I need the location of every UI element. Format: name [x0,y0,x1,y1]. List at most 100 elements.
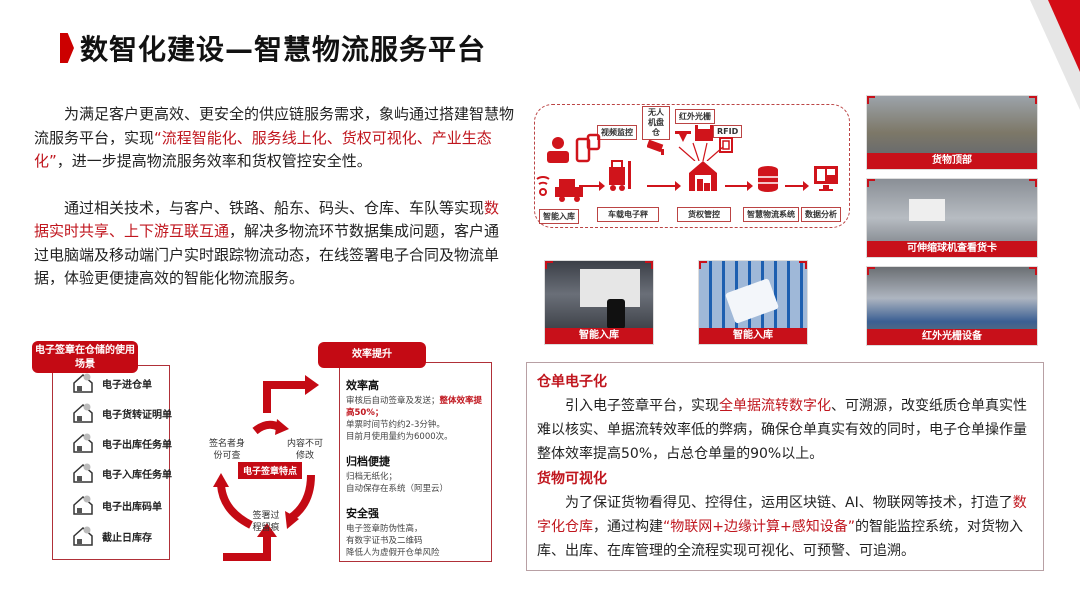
feature-highlight: “物联网+边缘计算+感知设备” [663,519,855,535]
efficiency-text-line: 有数字证书及二维码 [346,536,423,546]
tablet-device [724,278,780,324]
flow-step-label: 数据分析 [801,207,841,222]
cycle-center-label: 电子签章特点 [238,462,303,479]
photo-caption: 智能入库 [545,328,653,344]
scenario-item: 电子进仓单 [72,373,152,393]
intro-paragraph-1: 为满足客户更高效、更安全的供应链服务需求，象屿通过搭建智慧物流服务平台，实现“流… [34,103,514,174]
efficiency-highlight: 整体效率提高50%； [346,396,483,418]
feature-text: ，通过构建 [593,519,663,535]
title-marker-icon [60,33,74,63]
sensor-label: 红外光栅 [675,109,715,124]
photo-caption: 智能入库 [699,328,807,344]
house-icon [73,433,93,453]
photo-tablet-warehouse: 智能入库 [698,260,808,345]
photo-infrared-device: 红外光栅设备 [866,266,1038,346]
efficiency-box: 效率高 审核后自动签章及发送；整体效率提高50%； 单票时间节约约2-3分钟。 … [339,362,492,562]
feature-text-visualization: 为了保证货物看得见、控得住，运用区块链、AI、物联网等技术，打造了数字化仓库，通… [537,491,1033,563]
flow-step-label: 货权管控 [677,207,731,222]
features-panel: 仓单电子化 引入电子签章平台，实现全单据流转数字化、可溯源，改变纸质仓单真实性难… [526,362,1044,571]
feature-title-receipt: 仓单电子化 [537,374,607,390]
intro-p1-pre: 为满足客户更高效、更安全的供应链服务需求，象屿通过搭建智慧物流服务平台，实现 [34,105,515,147]
corner-decoration [1030,0,1080,110]
intro-p1-highlight: “流程智能化、服务线上化、货权可视化、产业生态化” [34,128,492,171]
scenario-list-header: 电子签章在仓储的使用场景 [32,341,138,373]
scenario-label: 电子出库任务单 [102,439,172,451]
flow-step-label: 车载电子秤 [597,207,659,222]
efficiency-text: 审核后自动签章及发送；整体效率提高50%； [346,395,485,419]
camera-icon [647,139,664,155]
efficiency-text-line: 降低人为虚假开仓单风险 [346,548,440,558]
efficiency-section-title: 效率高 [346,379,379,392]
feature-text: 引入电子签章平台，实现 [565,398,719,414]
cycle-left-text: 签名者身份可查 [209,439,246,461]
intro-text: 为满足客户更高效、更安全的供应链服务需求，象屿通过搭建智慧物流服务平台，实现“流… [34,103,514,314]
mobile-devices-icon [575,133,601,163]
flow-arrow [579,181,605,191]
scenario-label: 电子入库任务单 [102,469,172,481]
photo-handheld-scanner: 智能入库 [544,260,654,345]
photo-caption: 红外光栅设备 [867,329,1037,345]
efficiency-text-line: 归档无纸化； [346,472,398,482]
database-icon [758,166,778,192]
house-icon [73,495,93,515]
flow-step-label: 智慧物流系统 [743,207,799,222]
efficiency-text-line: 电子签章防伪性高， [346,524,423,534]
house-icon [73,526,93,546]
photo-cargo-card: 可伸缩球机查看货卡 [866,178,1038,258]
page-title-bar: 数智化建设—智慧物流服务平台 [60,28,486,68]
photo-caption: 货物顶部 [867,153,1037,169]
feature-highlight: 全单据流转数字化 [719,398,831,414]
logistics-flow-diagram: 视频监控 无人机盘仓 红外光栅 RFID 智能入库 车载电子秤 货权管控 智慧物… [534,104,850,228]
cycle-bottom-text: 签署过程留痕 [252,511,280,533]
sensor-label: 无人机盘仓 [642,106,670,140]
truck-icon [555,179,583,202]
monitor-icon [814,166,838,191]
house-icon [73,373,93,393]
scenario-label: 截止日库存 [102,532,152,544]
intro-paragraph-2: 通过相关技术，与客户、铁路、船东、码头、仓库、车队等实现数据实时共享、上下游互联… [34,197,514,291]
intro-p2-pre: 通过相关技术，与客户、铁路、船东、码头、仓库、车队等实现 [64,198,485,217]
efficiency-text-line: 审核后自动签章及发送； [346,396,440,406]
house-icon [73,463,93,483]
intro-p1-post: ，进一步提高物流服务效率和货权管控安全性。 [56,152,372,170]
page-title: 数智化建设—智慧物流服务平台 [80,33,487,66]
efficiency-header: 效率提升 [318,342,426,368]
feature-title-visualization: 货物可视化 [537,471,607,487]
intro-p2-highlight: 数据实时共享、上下游互联互通 [34,198,500,241]
sensor-label: 视频监控 [597,125,637,140]
scenario-label: 电子货转证明单 [102,409,172,421]
scenario-item: 电子出库码单 [72,495,162,515]
sensor-arrows [678,142,724,161]
efficiency-section: 安全强 电子签章防伪性高， 有数字证书及二维码 降低人为虚假开仓单风险 [346,505,485,559]
rfid-icon [719,137,733,153]
scenario-item: 电子出库任务单 [72,433,172,453]
flow-arrow [725,181,753,191]
efficiency-text-line: 自动保存在系统（阿里云） [346,484,449,494]
photo-cargo-top: 货物顶部 [866,95,1038,170]
flow-step-label: 智能入库 [539,209,579,224]
feature-text-receipt: 引入电子签章平台，实现全单据流转数字化、可溯源，改变纸质仓单真实性难以核实、单据… [537,394,1033,466]
efficiency-section: 归档便捷 归档无纸化； 自动保存在系统（阿里云） [346,453,485,495]
scenario-label: 电子进仓单 [102,379,152,391]
cycle-right-text: 内容不可修改 [286,439,323,461]
scenario-item: 电子货转证明单 [72,403,172,423]
worker-icon [547,137,569,163]
scenario-item: 截止日库存 [72,526,152,546]
efficiency-section: 效率高 审核后自动签章及发送；整体效率提高50%； 单票时间节约约2-3分钟。 … [346,377,485,443]
house-icon [73,403,93,423]
feature-highlight: 数字化仓库 [537,495,1027,535]
fence-icon [695,125,713,141]
feature-text: 、可溯源，改变纸质仓单真实性难以核实、单据流转效率低的弊病，确保仓单真实有效的同… [537,398,1027,462]
scenario-label: 电子出库码单 [102,501,162,513]
scanner-device [607,299,625,329]
efficiency-text-line: 单票时间节约约2-3分钟。 [346,420,445,430]
efficiency-text-line: 目前月使用量约为6000次。 [346,432,453,442]
drone-icon [675,131,691,142]
flow-arrow [785,181,809,191]
feature-text: 为了保证货物看得见、控得住，运用区块链、AI、物联网等技术，打造了 [565,495,1013,511]
feature-text: 的智能监控系统，对货物入库、出库、在库管理的全流程实现可视化、可预警、可追溯。 [537,519,1023,559]
wifi-icon [536,176,550,196]
scenario-item: 电子入库任务单 [72,463,172,483]
cycle-arrows [213,375,319,561]
flow-arrow [647,181,681,191]
